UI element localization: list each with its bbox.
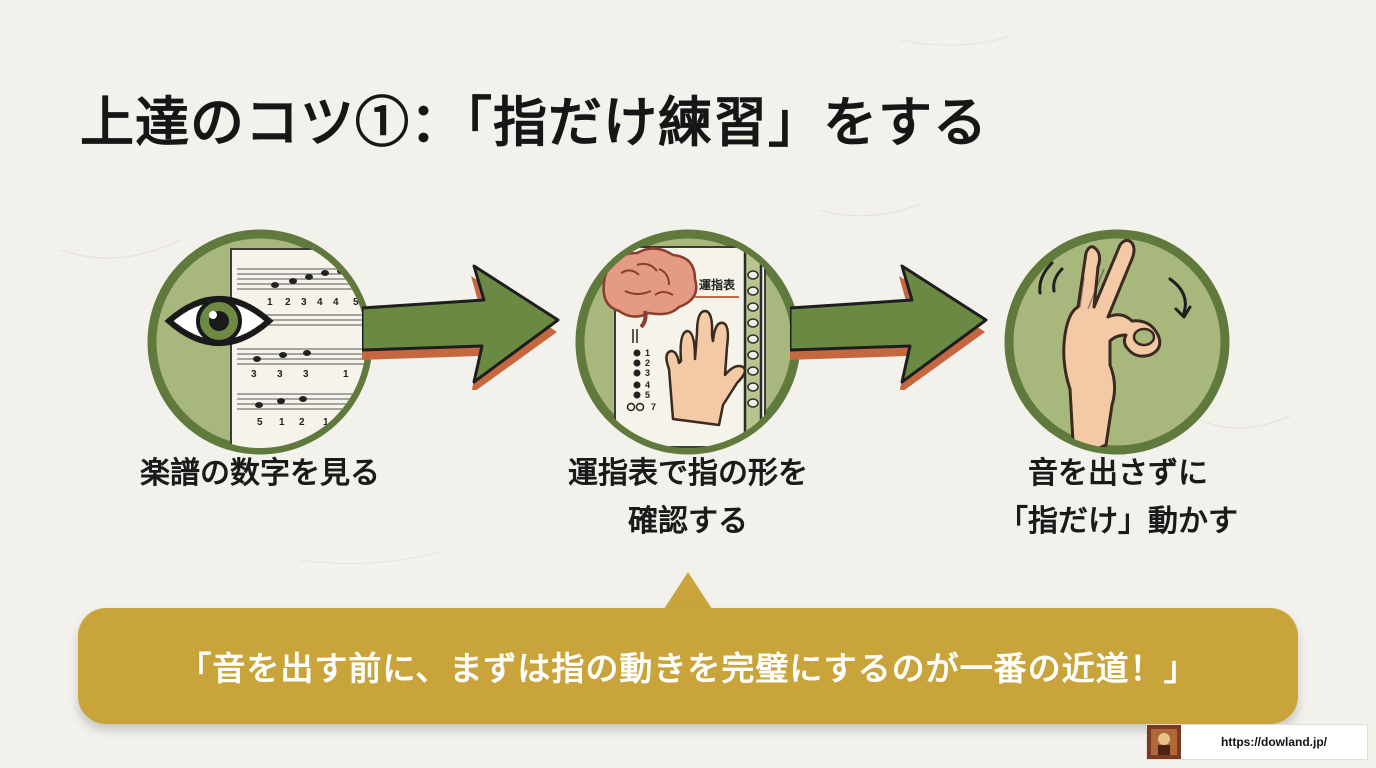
fingering-number: 2 [645,358,650,368]
site-thumbnail-icon [1147,725,1181,759]
sheet-number: 1 [279,417,285,428]
fingering-number: 3 [645,368,650,378]
step-1-caption: 楽譜の数字を見る [90,450,430,498]
callout-bubble: 「音を出す前に、まずは指の動きを完璧にするのが一番の近道！」 [78,608,1298,724]
sheet-number: 3 [301,297,307,308]
sheet-number: 2 [285,297,291,308]
sheet-number: 4 [333,297,339,308]
caption-line: 運指表で指の形を [568,456,808,491]
fingering-number: 1 [645,348,650,358]
sheet-number: 1 [267,297,273,308]
caption-line: 楽譜の数字を見る [140,456,380,491]
caption-line: 確認する [628,504,748,539]
sheet-number: 5 [353,297,359,308]
sheet-number: 1 [323,417,329,428]
fingering-number: 5 [645,390,650,400]
sheet-number: 1 [343,369,349,380]
page-title: 上達のコツ①：「指だけ練習」をする [80,90,988,154]
brain-fingering-chart-icon: 運指表 1 2 3 4 5 7 [575,229,801,455]
flow-arrow-2 [790,264,988,390]
step-3-caption: 音を出さずに 「指だけ」動かす [948,450,1288,546]
fingering-number: 7 [651,402,656,412]
callout-text: 「音を出す前に、まずは指の動きを完璧にするのが一番の近道！」 [178,649,1198,688]
watermark-url[interactable]: https://dowland.jp/ [1221,735,1327,749]
sheet-number: 3 [277,369,283,380]
step-2-caption: 運指表で指の形を 確認する [518,450,858,546]
step-3-circle [1004,229,1230,455]
caption-line: 「指だけ」動かす [998,504,1238,539]
fingering-chart-label: 運指表 [699,277,736,292]
flow-arrow-1 [362,264,560,390]
sheet-number: 4 [317,297,323,308]
caption-line: 音を出さずに [1028,456,1208,491]
watermark[interactable]: https://dowland.jp/ [1146,724,1368,760]
fingering-number: 4 [645,380,650,390]
sheet-number: 3 [303,369,309,380]
sheet-number: 3 [251,369,257,380]
step-2-circle: 運指表 1 2 3 4 5 7 [575,229,801,455]
sheet-number: 5 [257,417,263,428]
moving-fingers-hand-icon [1004,229,1230,455]
sheet-number: 2 [299,417,305,428]
